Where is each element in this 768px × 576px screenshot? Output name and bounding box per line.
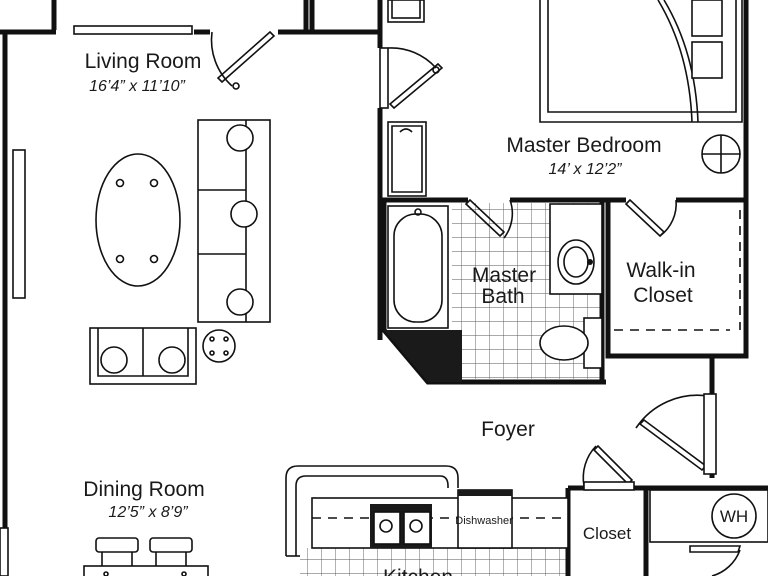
water-heater-icon	[711, 493, 757, 539]
kitchen-sink	[370, 504, 432, 548]
toilet	[539, 317, 603, 369]
kitchen-label: Kitchen	[383, 566, 453, 576]
side-table	[202, 329, 236, 363]
nightstand-lamp	[701, 134, 741, 174]
walk-in-closet-label: Walk-in	[626, 259, 695, 282]
bathtub	[387, 205, 449, 329]
master-bedroom-label: Master Bedroom	[506, 134, 661, 157]
kitchen-tile-floor	[300, 548, 570, 576]
windows	[0, 25, 389, 576]
kitchen-counter	[285, 465, 569, 557]
coffee-table	[95, 153, 181, 287]
dining-chairs	[83, 537, 209, 576]
living-room-label: Living Room	[85, 50, 202, 73]
loveseat	[89, 327, 197, 385]
closet-label: Closet	[583, 524, 631, 543]
bath-corner	[384, 330, 462, 382]
door-swings	[210, 30, 742, 576]
bath-sink	[549, 203, 603, 295]
dresser	[387, 121, 427, 197]
sofa	[197, 119, 271, 323]
dining-room-label: Dining Room	[83, 478, 204, 501]
master-bath-label-2: Bath	[481, 285, 524, 308]
dishwasher-label: Dishwasher	[455, 515, 513, 527]
living-room-dims: 16’4” x 11’10”	[89, 78, 185, 95]
water-heater-label: WH	[720, 507, 748, 526]
walk-in-closet-label-2: Closet	[633, 284, 693, 307]
bed	[539, 0, 743, 123]
dishwasher-unit	[457, 489, 513, 549]
top-cabinet-inner	[391, 0, 421, 19]
master-bedroom-dims: 14’ x 12’2”	[549, 161, 623, 178]
foyer-label: Foyer	[481, 418, 535, 441]
master-bath-label: Master	[472, 264, 536, 287]
dining-room-dims: 12’5” x 8’9”	[108, 504, 188, 521]
